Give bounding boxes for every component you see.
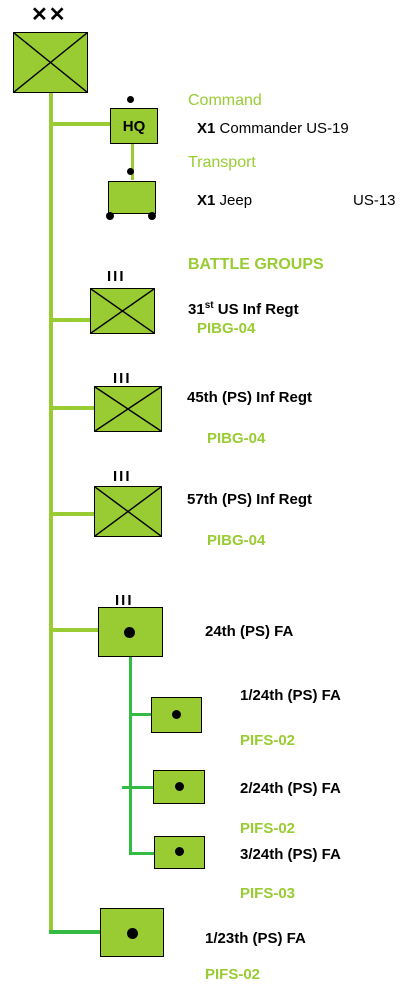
fa24-unit-symbol <box>98 607 163 657</box>
fa23-unit-symbol <box>100 908 164 957</box>
hq-unit-symbol: HQ <box>110 108 158 144</box>
bg3-name: 57th (PS) Inf Regt <box>187 491 313 508</box>
bg3-code: PIBG-04 <box>207 532 266 549</box>
bg1-name-sup: st <box>204 300 214 311</box>
bg3-branch-line <box>49 512 95 516</box>
command-item: Commander US-19 <box>219 120 349 137</box>
bg2-name: 45th (PS) Inf Regt <box>187 389 313 406</box>
fa24-3-branch <box>129 852 155 855</box>
bg3-echelon-mark: III <box>113 468 132 485</box>
bg1-branch-line <box>49 318 91 322</box>
infantry-cross-icon <box>14 33 87 92</box>
fa24-1-branch <box>129 713 153 716</box>
command-heading: Command <box>188 92 262 109</box>
transport-item: Jeep <box>219 192 253 209</box>
hq-transport-link <box>131 142 134 180</box>
fa24-branch-line <box>49 628 99 632</box>
command-qty: X1 <box>197 120 216 137</box>
fa24-3-unit-symbol <box>154 836 205 869</box>
artillery-dot-icon <box>175 782 184 791</box>
fa24-2-name: 2/24th (PS) FA <box>240 780 341 797</box>
bg1-unit-symbol <box>90 288 155 334</box>
fa23-name: 1/23th (PS) FA <box>205 930 306 947</box>
fa24-2-unit-symbol <box>153 770 205 804</box>
bg2-echelon-mark: III <box>113 370 132 387</box>
fa24-3-name: 3/24th (PS) FA <box>240 846 341 863</box>
jeep-wheel-left-icon <box>106 212 114 220</box>
fa24-echelon-mark: III <box>115 592 134 609</box>
fa24-name: 24th (PS) FA <box>205 623 294 640</box>
transport-row: X1 Jeep <box>197 192 252 209</box>
bg1-name: 31st US Inf Regt <box>188 300 299 318</box>
artillery-dot-icon <box>127 928 138 939</box>
transport-qty: X1 <box>197 192 216 209</box>
bg3-unit-symbol <box>94 486 162 537</box>
jeep-wheel-right-icon <box>148 212 156 220</box>
bg2-unit-symbol <box>94 386 162 432</box>
hq-branch-line <box>49 122 111 126</box>
hq-label: HQ <box>122 118 146 135</box>
fa24-3-code: PIFS-03 <box>240 885 296 902</box>
bg2-branch-line <box>49 406 95 410</box>
bg1-name-rest: US Inf Regt <box>213 301 299 318</box>
fa23-code: PIFS-02 <box>205 966 261 983</box>
artillery-dot-icon <box>172 710 181 719</box>
division-echelon-mark: ✕✕ <box>31 4 67 26</box>
battle-groups-heading: BATTLE GROUPS <box>188 256 324 273</box>
hq-echelon-dot <box>127 96 134 103</box>
command-row: X1 Commander US-19 <box>197 120 349 137</box>
transport-echelon-dot <box>127 168 134 175</box>
fa24-2-branch <box>122 786 154 789</box>
infantry-cross-icon <box>91 289 154 333</box>
fa24-1-code: PIFS-02 <box>240 732 296 749</box>
fa23-branch-line <box>49 930 101 934</box>
artillery-dot-icon <box>175 847 184 856</box>
fa24-1-unit-symbol <box>151 697 202 733</box>
bg1-code: PIBG-04 <box>197 320 256 337</box>
artillery-dot-icon <box>124 627 135 638</box>
division-unit-symbol <box>13 32 88 93</box>
bg1-echelon-mark: III <box>107 268 126 285</box>
fa24-sub-trunk <box>129 656 132 854</box>
transport-code: US-13 <box>353 192 396 209</box>
jeep-vehicle-symbol <box>108 181 156 214</box>
infantry-cross-icon <box>95 487 161 536</box>
infantry-cross-icon <box>95 387 161 431</box>
bg1-name-main: 31 <box>188 301 205 318</box>
bg2-code: PIBG-04 <box>207 430 266 447</box>
fa24-1-name: 1/24th (PS) FA <box>240 687 341 704</box>
transport-heading: Transport <box>188 154 256 171</box>
fa24-2-code: PIFS-02 <box>240 820 296 837</box>
